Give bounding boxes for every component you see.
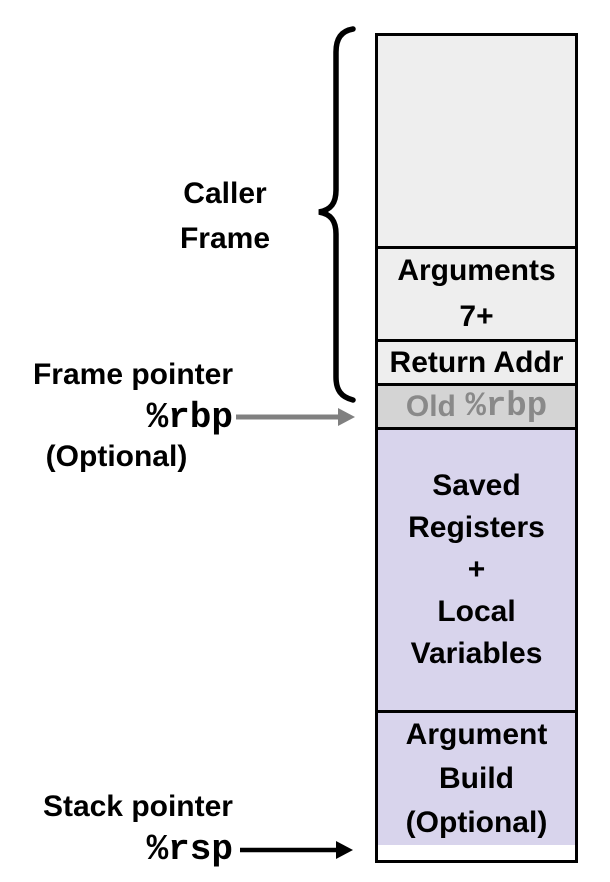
caller-frame-brace xyxy=(318,26,356,403)
saved-regs-line1: Saved xyxy=(432,469,521,502)
frame-pointer-optional-note: (Optional) xyxy=(45,440,188,473)
stack-section-arguments-7plus: Arguments 7+ xyxy=(378,246,575,339)
caller-frame-label-line2: Frame xyxy=(179,222,271,255)
arguments-label-line1: Arguments xyxy=(397,254,556,287)
argument-build-line3: (Optional) xyxy=(405,806,548,839)
return-addr-label: Return Addr xyxy=(389,345,564,379)
caller-frame-label-line1: Caller xyxy=(183,177,267,210)
stack-section-saved-registers-local-variables: Saved Registers + Local Variables xyxy=(378,427,575,710)
rbp-register-label: %rbp xyxy=(146,397,233,438)
saved-regs-line3: + xyxy=(467,553,486,586)
stack-section-return-addr: Return Addr xyxy=(378,339,575,383)
arguments-label-line2: 7+ xyxy=(459,300,494,333)
argument-build-line1: Argument xyxy=(405,718,548,751)
rbp-arrow xyxy=(236,408,355,426)
saved-regs-line5: Variables xyxy=(410,637,543,670)
saved-regs-line2: Registers xyxy=(408,511,545,544)
stack-section-argument-build: Argument Build (Optional) xyxy=(378,710,575,845)
rsp-register-label: %rsp xyxy=(146,829,233,870)
frame-pointer-label: Frame pointer xyxy=(32,358,233,391)
stack-section-old-rbp: Old %rbp xyxy=(378,383,575,427)
stack-pointer-label: Stack pointer xyxy=(42,790,233,823)
old-rbp-register: %rbp xyxy=(465,387,548,426)
caller-frame-label: Caller Frame xyxy=(140,171,310,261)
argument-build-line2: Build xyxy=(439,762,514,795)
old-rbp-prefix: Old xyxy=(405,389,456,423)
stack-memory-box: Arguments 7+ Return Addr Old %rbp Saved … xyxy=(375,33,578,863)
stack-section-caller-frame-space xyxy=(378,36,575,246)
saved-regs-line4: Local xyxy=(437,595,516,628)
rsp-arrow xyxy=(240,841,353,859)
